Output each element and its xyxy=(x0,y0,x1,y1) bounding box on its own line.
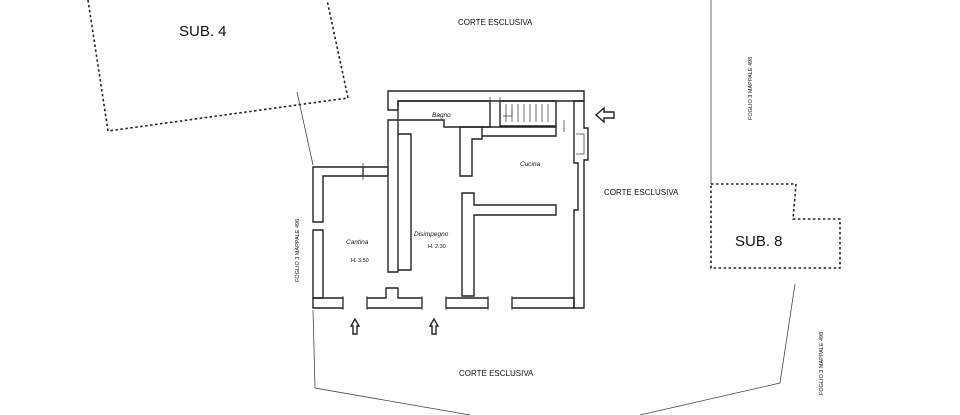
corte-esclusiva-top: CORTE ESCLUSIVA xyxy=(458,18,533,27)
room-bagno: Bagno xyxy=(432,112,451,119)
sub8-label: SUB. 8 xyxy=(735,233,783,250)
building-walls xyxy=(312,90,589,310)
foglio-496-label: FOGLIO 3 MAPPALE 496 xyxy=(295,219,301,282)
sub4-label: SUB. 4 xyxy=(179,23,227,40)
room-disimpegno-height: H. 2.30 xyxy=(428,244,446,250)
room-cucina: Cucina xyxy=(520,161,541,168)
sub4-boundary xyxy=(87,0,349,132)
room-cantina: Cantina xyxy=(346,239,369,246)
sub8-boundary xyxy=(710,183,841,269)
site-boundary-left xyxy=(296,91,314,166)
site-boundary-bottom xyxy=(312,283,796,415)
entrance-arrow-icon xyxy=(594,106,615,124)
corte-esclusiva-right: CORTE ESCLUSIVA xyxy=(604,188,679,197)
corte-esclusiva-bottom: CORTE ESCLUSIVA xyxy=(459,369,534,378)
foglio-498-top-label: FOGLIO 3 MAPPALE 498 xyxy=(748,57,754,120)
entrance-arrow-icon xyxy=(349,317,361,335)
entrance-arrow-icon xyxy=(428,317,440,335)
room-cantina-height: H. 3.50 xyxy=(351,258,369,264)
foglio-498-bottom-label: FOGLIO 3 MAPPALE 498 xyxy=(819,332,825,395)
room-disimpegno: Disimpegno xyxy=(414,231,449,238)
